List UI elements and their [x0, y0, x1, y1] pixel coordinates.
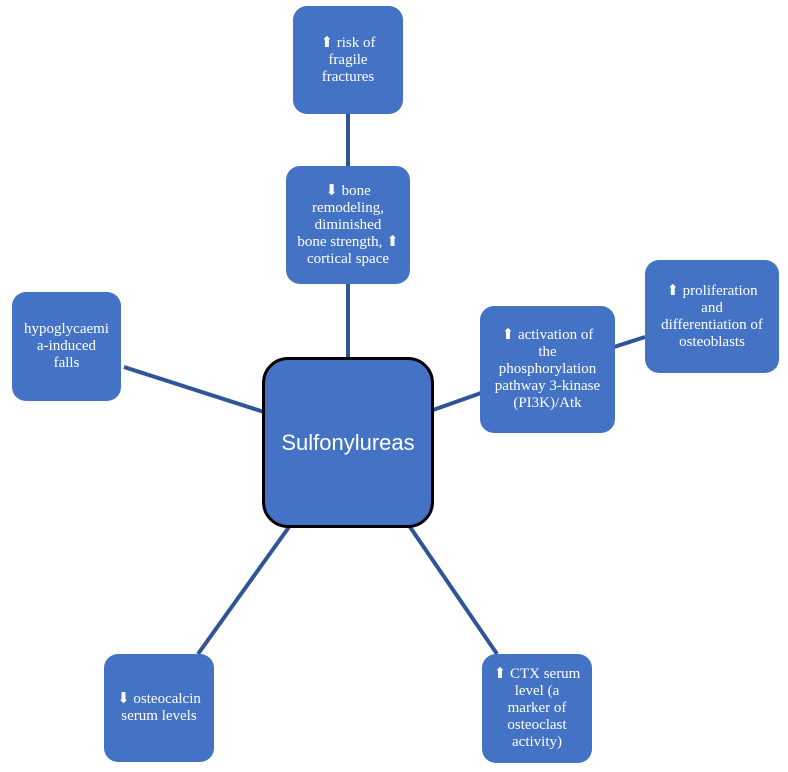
node-fragile-fractures: ⬆ risk of fragile fractures	[293, 6, 403, 114]
node-ctx-serum-level: ⬆ CTX serum level (a marker of osteoclas…	[482, 654, 592, 763]
node-pi3k-activation: ⬆ activation of the phosphorylation path…	[480, 306, 615, 433]
connector-center-to-ctx	[408, 525, 499, 656]
node-sulfonylureas-center: Sulfonylureas	[262, 357, 434, 528]
node-osteoblast-proliferation-label: ⬆ proliferation and differentiation of o…	[661, 282, 763, 350]
node-osteoblast-proliferation: ⬆ proliferation and differentiation of o…	[645, 260, 779, 373]
node-fragile-fractures-label: ⬆ risk of fragile fractures	[320, 34, 376, 85]
connector-center-to-osteocalcin	[196, 525, 291, 656]
node-osteocalcin-levels-label: ⬇ osteocalcin serum levels	[117, 691, 201, 724]
connector-pi3k-to-osteoblasts	[613, 335, 646, 349]
node-hypoglycaemia-falls: hypoglycaemi a-induced falls	[12, 292, 121, 401]
node-bone-remodeling-label: ⬇ bone remodeling, diminished bone stren…	[297, 182, 399, 267]
connector-center-to-pi3k	[432, 391, 482, 412]
node-bone-remodeling: ⬇ bone remodeling, diminished bone stren…	[286, 166, 410, 284]
node-osteocalcin-levels: ⬇ osteocalcin serum levels	[104, 654, 214, 762]
node-ctx-serum-level-label: ⬆ CTX serum level (a marker of osteoclas…	[493, 666, 581, 750]
node-sulfonylureas-label: Sulfonylureas	[281, 429, 415, 455]
node-hypoglycaemia-falls-label: hypoglycaemi a-induced falls	[24, 321, 109, 371]
node-pi3k-activation-label: ⬆ activation of the phosphorylation path…	[494, 327, 601, 411]
connector-center-to-hypoglycaemia	[123, 365, 265, 414]
